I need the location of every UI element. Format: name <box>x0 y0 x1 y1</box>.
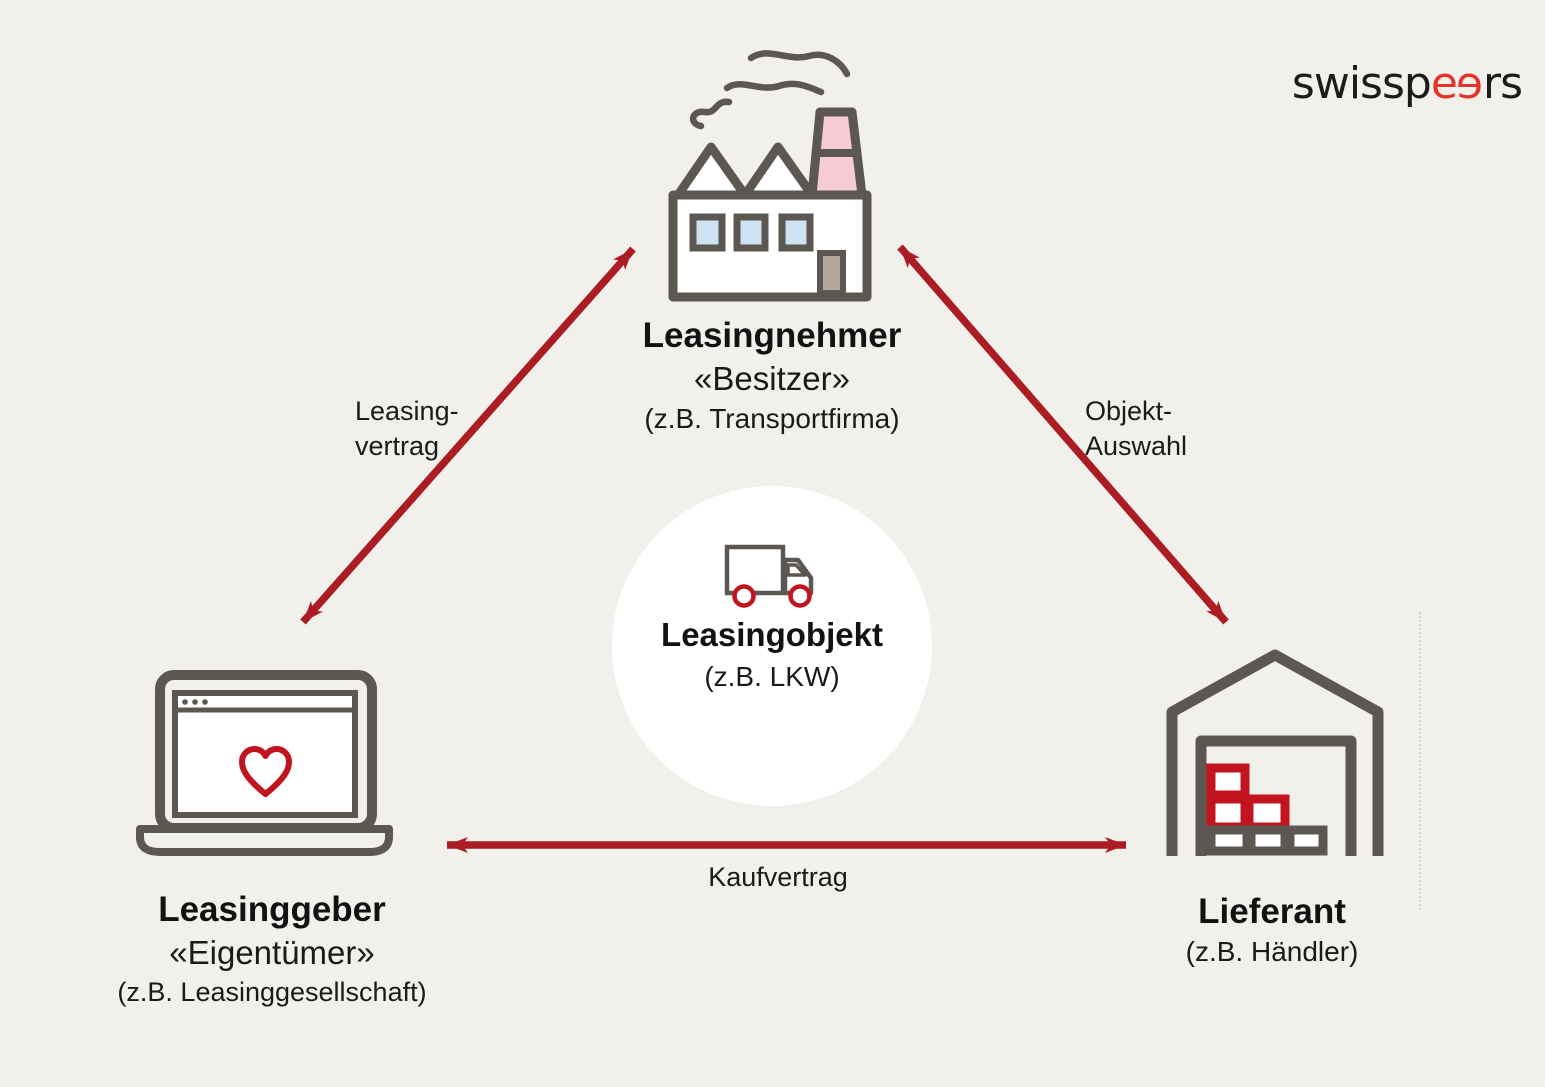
smoke-squiggle-1 <box>747 50 851 78</box>
smoke-squiggle-2 <box>723 80 825 96</box>
red-box <box>1206 763 1250 800</box>
lieferant-example: (z.B. Händler) <box>1185 936 1359 968</box>
swisspeers-logo: swisspeers <box>1262 58 1523 109</box>
label-leasingvertrag-line1: Leasing- <box>355 396 459 426</box>
factory-icon <box>668 50 872 302</box>
leasingnehmer-title: Leasingnehmer <box>642 316 902 355</box>
logo-text-suffix: rs <box>1482 58 1523 109</box>
label-leasingvertrag-line2: vertrag <box>355 431 440 461</box>
gray-box <box>1206 825 1252 856</box>
warehouse-door-frame <box>1195 735 1357 856</box>
arrow-objektauswahl <box>897 244 1229 625</box>
logo-text-prefix: swissp <box>1291 58 1432 109</box>
laptop-icon <box>136 670 393 856</box>
roof-peak-1 <box>673 142 750 200</box>
truck-cab-window <box>786 563 807 577</box>
laptop-base <box>136 825 393 856</box>
factory-window <box>778 213 814 252</box>
leasingobjekt-title: Leasingobjekt <box>661 616 883 653</box>
label-kaufvertrag: Kaufvertrag <box>708 862 848 892</box>
gray-box <box>1246 825 1290 856</box>
warehouse-outline <box>1166 649 1384 856</box>
browser-dot <box>202 699 208 705</box>
lieferant-title: Lieferant <box>1198 892 1346 931</box>
leasingnehmer-example: (z.B. Transportfirma) <box>644 402 900 434</box>
truck-cargo-box <box>724 544 786 596</box>
leasingobjekt-example: (z.B. LKW) <box>704 661 840 692</box>
red-box <box>1206 794 1250 832</box>
label-objektauswahl: Objekt- Auswahl <box>1085 394 1187 464</box>
warehouse-icon <box>1166 649 1384 856</box>
label-objektauswahl-line1: Objekt- <box>1085 396 1173 426</box>
logo-e: e <box>1430 58 1458 109</box>
leasinggeber-title: Leasinggeber <box>158 890 386 929</box>
truck-wheel-front <box>788 584 812 608</box>
browser-dot <box>192 699 198 705</box>
smoke-squiggle-3 <box>690 98 733 130</box>
truck-icon <box>724 544 814 608</box>
red-box <box>1244 794 1290 832</box>
factory-door <box>817 250 846 296</box>
arrow-leasingvertrag <box>300 246 636 625</box>
leasingnehmer-subtitle: «Besitzer» <box>694 360 850 398</box>
node-leasingnehmer: Leasingnehmer «Besitzer» (z.B. Transport… <box>572 314 972 437</box>
browser-dot <box>182 699 188 705</box>
faint-dotted-line <box>1419 612 1421 910</box>
gray-box <box>1285 825 1328 856</box>
heart-icon <box>239 746 292 797</box>
factory-window <box>733 213 769 252</box>
node-lieferant: Lieferant (z.B. Händler) <box>1072 890 1472 970</box>
roof-peak-2 <box>740 142 817 200</box>
factory-window <box>689 213 726 252</box>
leasinggeber-example: (z.B. Leasinggesellschaft) <box>117 976 427 1007</box>
label-leasingvertrag: Leasing- vertrag <box>355 394 459 464</box>
leasingobjekt-circle: Leasingobjekt (z.B. LKW) <box>612 486 932 806</box>
node-leasinggeber: Leasinggeber «Eigentümer» (z.B. Leasingg… <box>72 888 472 1010</box>
leasinggeber-subtitle: «Eigentümer» <box>169 934 375 972</box>
truck-wheel-rear <box>732 584 756 608</box>
label-objektauswahl-line2: Auswahl <box>1085 431 1188 461</box>
